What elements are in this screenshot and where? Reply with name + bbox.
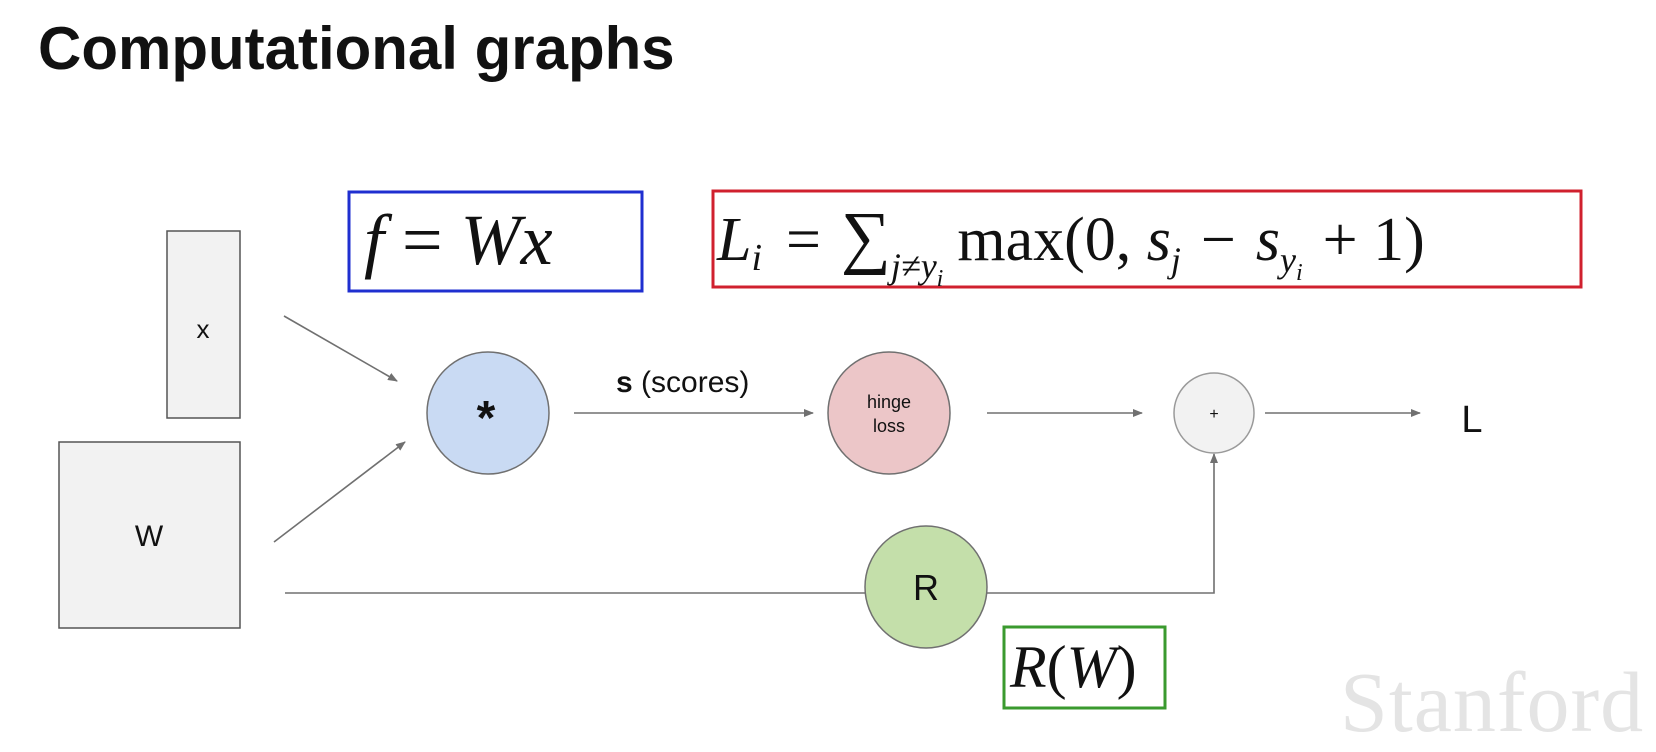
- reg-open: (: [1047, 634, 1067, 700]
- stanford-watermark: Stanford: [1340, 654, 1645, 750]
- w-input-label: W: [135, 520, 164, 553]
- edges: [273, 315, 1421, 594]
- eq-equals: =: [384, 200, 461, 280]
- edge-regularizer-to-plus: [986, 453, 1218, 594]
- loss-s-y: s: [1256, 206, 1280, 274]
- regularizer-node: R: [864, 525, 988, 649]
- regularizer-node-circle: [864, 525, 988, 649]
- loss-sum-sub: j≠: [887, 246, 921, 286]
- regularization-border: [1002, 625, 1167, 710]
- reg-R: R: [1009, 634, 1047, 700]
- page-title: Computational graphs: [38, 15, 675, 82]
- w-input-block: W: [58, 441, 241, 629]
- loss-sum-sub-y: y: [918, 246, 937, 286]
- loss-function-border: [711, 189, 1583, 289]
- x-input-rect: [166, 230, 241, 419]
- loss-s-j-sub: j: [1167, 240, 1181, 280]
- score-function-equation: f = Wx: [364, 200, 553, 280]
- loss-function-box: Li=∑j≠yimax(0, sj−syi+ 1): [711, 189, 1583, 292]
- multiply-node-circle: [426, 351, 550, 475]
- plus-node-circle: [1173, 372, 1255, 454]
- loss-s-y-sub-sub: i: [1296, 260, 1303, 286]
- multiply-node: *: [426, 351, 550, 475]
- plus-node-label: +: [1209, 406, 1218, 423]
- plus-node: +: [1173, 372, 1255, 454]
- regularizer-node-label: R: [913, 567, 939, 608]
- multiply-node-label: *: [477, 392, 496, 445]
- scores-label: s (scores): [616, 366, 749, 399]
- edge-x-to-multiply: [283, 315, 398, 382]
- loss-L: L: [716, 206, 751, 274]
- hinge-loss-node-circle: [827, 351, 951, 475]
- scores-label-bold: s: [616, 366, 633, 399]
- reg-W: W: [1067, 634, 1122, 700]
- loss-L-sub: i: [751, 237, 762, 279]
- loss-equals: =: [786, 206, 821, 274]
- loss-plus-one: + 1): [1323, 206, 1425, 274]
- score-function-box: f = Wx: [347, 190, 644, 293]
- loss-s-j: s: [1147, 206, 1171, 274]
- regularization-box: R(W): [1002, 625, 1167, 710]
- hinge-loss-line1: hinge: [867, 392, 911, 412]
- reg-close: ): [1117, 634, 1137, 700]
- eq-W: W: [461, 200, 527, 280]
- hinge-loss-node: hinge loss: [827, 351, 951, 475]
- edge-w-to-multiply: [273, 441, 406, 543]
- loss-sum-sub-y-sub: i: [937, 266, 944, 292]
- loss-minus: −: [1201, 206, 1236, 274]
- computational-graph: f = Wx Li=∑j≠yimax(0, sj−syi+ 1) x W s (…: [58, 189, 1583, 710]
- regularization-equation: R(W): [1009, 634, 1137, 700]
- x-input-label: x: [197, 314, 210, 344]
- loss-max: max(0,: [957, 206, 1146, 274]
- scores-label-rest: (scores): [633, 366, 750, 399]
- loss-s-y-sub: y: [1277, 240, 1296, 280]
- output-label: L: [1461, 399, 1482, 441]
- loss-function-equation: Li=∑j≠yimax(0, sj−syi+ 1): [716, 199, 1425, 292]
- w-input-rect: [58, 441, 241, 629]
- score-function-border: [347, 190, 644, 293]
- x-input-block: x: [166, 230, 241, 419]
- eq-x: x: [520, 200, 553, 280]
- hinge-loss-line2: loss: [873, 416, 905, 436]
- loss-sum: ∑: [841, 199, 891, 276]
